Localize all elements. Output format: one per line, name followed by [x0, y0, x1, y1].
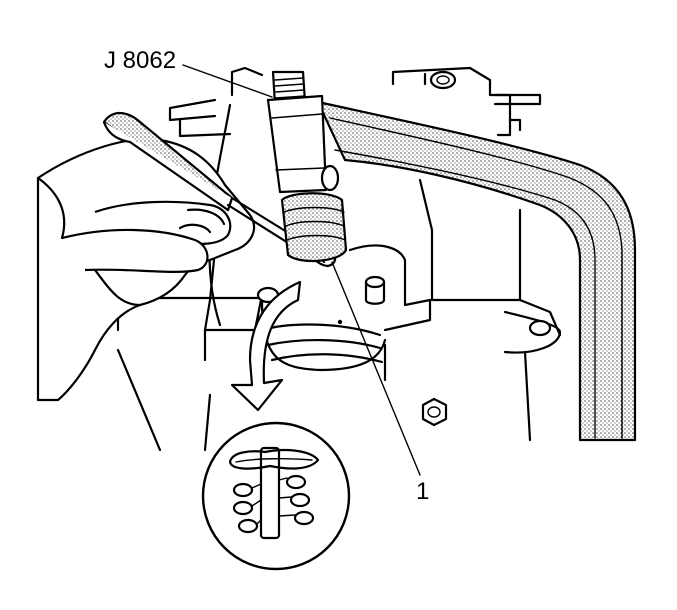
transmission-housing: [116, 66, 562, 452]
tool-leader-line: [182, 64, 273, 98]
direction-arrow: [230, 280, 302, 412]
callout-leader-line: [331, 261, 421, 476]
technician-hand: [36, 138, 256, 402]
tool-label: J 8062: [104, 47, 176, 74]
callout-number: 1: [416, 478, 429, 505]
spring-compressor-tool: [266, 70, 637, 442]
spring-retainer-detail: [201, 421, 351, 571]
